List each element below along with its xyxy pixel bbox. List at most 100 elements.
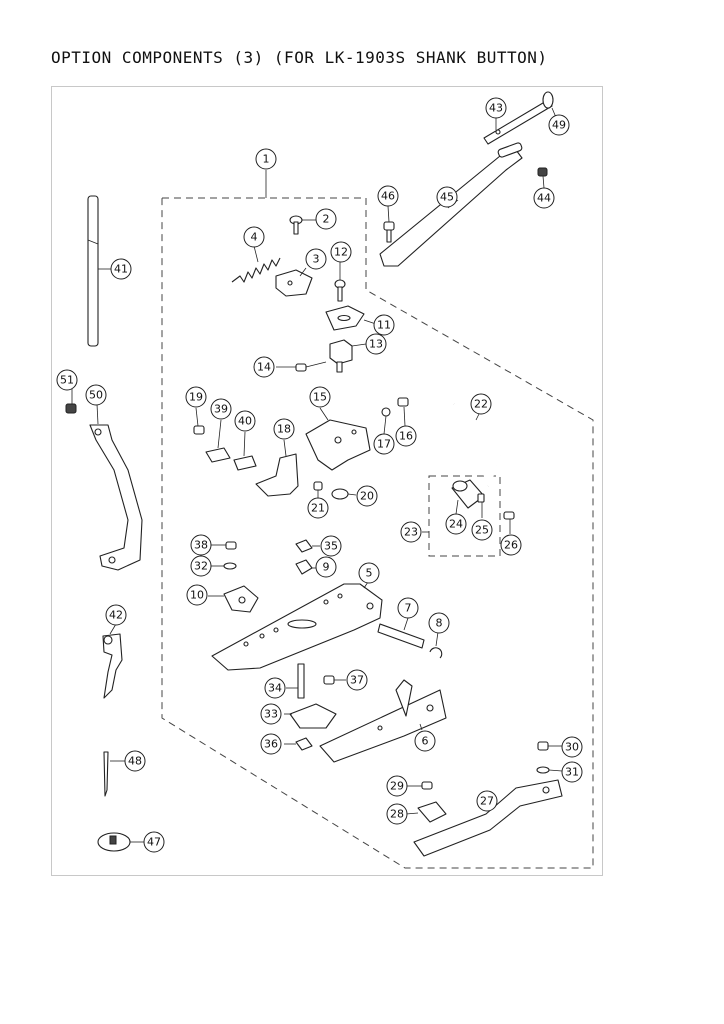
svg-text:49: 49 xyxy=(552,119,566,132)
part-screw-16 xyxy=(381,397,409,435)
part-plate-3 xyxy=(275,267,313,297)
callout-29: 29 xyxy=(386,775,408,797)
svg-text:35: 35 xyxy=(324,540,338,553)
svg-text:1: 1 xyxy=(263,153,270,166)
svg-text:13: 13 xyxy=(369,338,383,351)
callout-43: 43 xyxy=(485,97,507,119)
svg-text:26: 26 xyxy=(504,539,518,552)
callout-26: 26 xyxy=(500,534,522,556)
callout-51: 51 xyxy=(56,369,78,391)
part-lever-45 xyxy=(379,142,523,267)
svg-text:18: 18 xyxy=(277,423,291,436)
callout-30: 30 xyxy=(561,736,583,758)
callout-21: 21 xyxy=(307,497,329,519)
part-screw-30 xyxy=(537,741,562,751)
callout-20: 20 xyxy=(356,485,378,507)
callout-49: 49 xyxy=(548,114,570,136)
callout-10: 10 xyxy=(186,584,208,606)
callout-48: 48 xyxy=(124,750,146,772)
callout-8: 8 xyxy=(428,612,450,634)
callout-33: 33 xyxy=(260,703,282,725)
sub-assembly-boundary xyxy=(428,475,501,557)
callout-44: 44 xyxy=(533,187,555,209)
callout-2: 2 xyxy=(315,208,337,230)
svg-text:38: 38 xyxy=(194,539,208,552)
callout-25: 25 xyxy=(471,519,493,541)
callout-6: 6 xyxy=(414,730,436,752)
svg-text:6: 6 xyxy=(422,735,429,748)
svg-text:44: 44 xyxy=(537,192,551,205)
svg-text:34: 34 xyxy=(268,682,282,695)
part-clip-39 xyxy=(205,419,231,463)
callout-15: 15 xyxy=(309,386,331,408)
svg-text:12: 12 xyxy=(334,246,348,259)
callout-27: 27 xyxy=(476,790,498,812)
callout-32: 32 xyxy=(190,555,212,577)
svg-text:50: 50 xyxy=(89,389,103,402)
svg-text:16: 16 xyxy=(399,430,413,443)
svg-text:21: 21 xyxy=(311,502,325,515)
part-pin-34 xyxy=(286,663,305,699)
svg-text:27: 27 xyxy=(480,795,494,808)
diagram-frame xyxy=(51,86,603,876)
callout-28: 28 xyxy=(386,803,408,825)
callout-19: 19 xyxy=(185,386,207,408)
svg-text:9: 9 xyxy=(323,561,330,574)
svg-text:4: 4 xyxy=(251,231,258,244)
callout-50: 50 xyxy=(85,384,107,406)
part-screw-25 xyxy=(477,493,485,518)
svg-text:42: 42 xyxy=(109,609,123,622)
callout-42: 42 xyxy=(105,604,127,626)
svg-text:47: 47 xyxy=(147,836,161,849)
svg-text:24: 24 xyxy=(449,518,463,531)
part-rod-41 xyxy=(87,195,111,347)
callout-11: 11 xyxy=(373,314,395,336)
part-screw-46 xyxy=(383,205,395,243)
svg-text:39: 39 xyxy=(214,403,228,416)
part-screw-38 xyxy=(210,541,237,550)
svg-text:29: 29 xyxy=(390,780,404,793)
part-spring-4 xyxy=(231,245,281,283)
callout-47: 47 xyxy=(143,831,165,853)
svg-text:23: 23 xyxy=(404,526,418,539)
svg-text:5: 5 xyxy=(366,567,373,580)
part-lever-50 xyxy=(65,388,143,571)
svg-text:11: 11 xyxy=(377,319,391,332)
part-screw-14 xyxy=(276,361,327,372)
part-block-13 xyxy=(329,339,367,373)
callout-7: 7 xyxy=(397,597,419,619)
svg-text:10: 10 xyxy=(190,589,204,602)
svg-text:36: 36 xyxy=(264,738,278,751)
part-plate-5 xyxy=(211,581,383,671)
callout-22: 22 xyxy=(470,393,492,415)
page-title: OPTION COMPONENTS (3) (FOR LK-1903S SHAN… xyxy=(51,48,548,67)
svg-text:28: 28 xyxy=(390,808,404,821)
callout-24: 24 xyxy=(445,513,467,535)
callout-37: 37 xyxy=(346,669,368,691)
part-screw-19 xyxy=(193,407,205,435)
svg-text:43: 43 xyxy=(489,102,503,115)
callout-40: 40 xyxy=(234,410,256,432)
part-screw-44 xyxy=(537,167,548,189)
svg-text:33: 33 xyxy=(264,708,278,721)
part-screw-21 xyxy=(313,481,323,498)
part-nut-36 xyxy=(284,737,313,751)
svg-text:41: 41 xyxy=(114,263,128,276)
callout-5: 5 xyxy=(358,562,380,584)
svg-text:3: 3 xyxy=(313,253,320,266)
svg-text:14: 14 xyxy=(257,361,271,374)
part-bracket-18 xyxy=(255,439,299,497)
callout-4: 4 xyxy=(243,226,265,248)
svg-text:2: 2 xyxy=(323,213,330,226)
part-bracket-15 xyxy=(305,407,371,471)
callout-39: 39 xyxy=(210,398,232,420)
svg-text:8: 8 xyxy=(436,617,443,630)
svg-text:40: 40 xyxy=(238,415,252,428)
callout-34: 34 xyxy=(264,677,286,699)
callout-18: 18 xyxy=(273,418,295,440)
callout-17: 17 xyxy=(373,433,395,455)
assembly-boundary xyxy=(161,197,594,869)
part-rod-22 xyxy=(453,403,508,487)
callout-16: 16 xyxy=(395,425,417,447)
